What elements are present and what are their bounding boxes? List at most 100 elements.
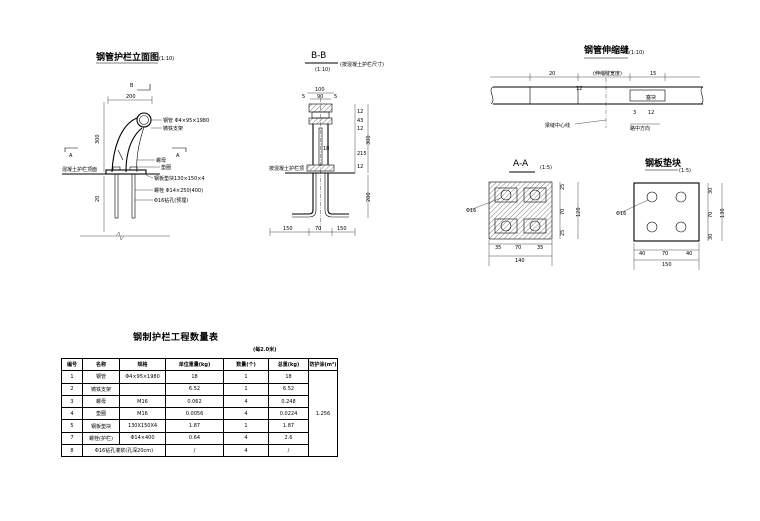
- plate-dim-right: 130: [720, 208, 726, 218]
- aa-hole-label: Φ16: [466, 208, 476, 214]
- aa-outline: [488, 181, 553, 240]
- cell-count: 4: [223, 407, 269, 421]
- bb-dim-r4: 215: [357, 151, 367, 157]
- cell-unit: /: [165, 444, 224, 458]
- table-row: 8 Φ16钻孔灌浆(孔深20cm) / 4 /: [61, 444, 338, 458]
- aa-hole-bl: [500, 220, 512, 232]
- table-row: 7 螺栓(护栏) Φ14×400 0.64 4 2.6: [61, 431, 338, 446]
- aa-hole-tr: [529, 189, 541, 201]
- cell-seq: 4: [61, 407, 83, 421]
- elevation-title: 钢管护栏立面图: [96, 51, 159, 63]
- cell-name: 钢板垫块: [82, 419, 120, 433]
- aa-dim-b3: 35: [537, 245, 543, 251]
- section-a-left: A: [69, 153, 73, 159]
- cell-unit: 0.062: [165, 394, 224, 409]
- bb-deck-label: 按混凝土护栏顶: [269, 165, 304, 172]
- label-nut: 螺母: [156, 157, 166, 164]
- exp-dim-gap: 12: [576, 86, 582, 92]
- plate-scale: (1:5): [679, 168, 691, 174]
- cell-seq: 7: [61, 431, 83, 446]
- table-row: 4 垫圈 M16 0.0056 4 0.0224: [61, 407, 338, 421]
- header-count: 数量(个): [223, 357, 269, 372]
- cell-seq: 5: [61, 419, 83, 433]
- cell-name: 螺母: [82, 394, 120, 409]
- bb-bolt-right: [327, 173, 349, 215]
- plate-hole-tr: [675, 191, 687, 203]
- plate-dim-b3: 40: [686, 251, 692, 257]
- exp-center-label: (伸缩缝宽度): [593, 70, 622, 77]
- bb-dim-r3: 12: [357, 126, 363, 132]
- aa-dim-r1: 25: [560, 184, 566, 190]
- cell-total: 6.52: [268, 382, 309, 396]
- label-hole: Φ16钻孔(预埋): [154, 197, 188, 204]
- cell-seq: 2: [61, 382, 83, 396]
- exp-plug-label: 塞块: [646, 94, 656, 101]
- table-header-row: 编号 名称 规格 单位重量(kg) 数量(个) 总重(kg) 防护涂(m²): [61, 357, 338, 372]
- cell-total: 2.6: [268, 431, 309, 446]
- bolt-right: [131, 173, 136, 219]
- cell-unit: 1.87: [165, 419, 224, 433]
- dim-width: 200: [126, 94, 136, 100]
- cell-seq: 3: [61, 394, 83, 409]
- dim-height: 300: [95, 134, 101, 144]
- expansion-scale: (1:10): [629, 50, 644, 56]
- table-note: (每2.0米): [253, 347, 277, 353]
- header-coating: 防护涂(m²): [308, 357, 338, 372]
- cell-count: 1: [223, 382, 269, 396]
- cell-total: 0.248: [268, 394, 309, 409]
- cell-name: 铸铁支架: [82, 382, 120, 396]
- bb-dim-inner: 90: [317, 94, 323, 100]
- aa-dim-total: 140: [515, 258, 525, 264]
- cell-count: 1: [223, 419, 269, 433]
- cell-total: 0.0224: [268, 407, 309, 421]
- nut-left: [112, 166, 121, 171]
- bracket-outer-curve: [111, 117, 138, 173]
- pipe-section-outer: [136, 112, 152, 128]
- aa-dim-r3: 25: [560, 230, 566, 236]
- plate-dim-total: 150: [662, 262, 672, 268]
- bb-bolt-left: [292, 173, 314, 215]
- cell-count: 4: [223, 431, 269, 446]
- cell-seq: 8: [61, 444, 83, 458]
- plate-hole-tl: [646, 191, 658, 203]
- cell-spec: [119, 382, 166, 396]
- bb-dim-bottom: 200: [366, 192, 372, 202]
- cell-spec: 130X150X4: [119, 419, 166, 433]
- table-row: 5 钢板垫块 130X150X4 1.87 1 1.87: [61, 419, 338, 433]
- label-bracket: 铸铁支架: [163, 125, 183, 132]
- table-title: 钢制护栏工程数量表: [133, 333, 219, 343]
- nut-right: [129, 166, 138, 171]
- aa-dim-right: 120: [576, 207, 582, 217]
- section-bb-note: (按混凝土护栏尺寸): [340, 61, 384, 68]
- aa-dim-b1: 35: [495, 245, 501, 251]
- bb-dim-top: 100: [315, 87, 325, 93]
- header-total-weight: 总重(kg): [268, 357, 309, 372]
- section-aa-title: A-A: [513, 159, 529, 169]
- cell-seq: 1: [61, 370, 83, 384]
- cell-unit: 0.64: [165, 431, 224, 446]
- bb-dim-r5: 12: [357, 164, 363, 170]
- plate-title: 钢板垫块: [645, 157, 682, 169]
- cell-total: /: [268, 444, 309, 458]
- expansion-title: 钢管伸缩缝: [584, 44, 629, 56]
- quantity-table: 编号 名称 规格 单位重量(kg) 数量(个) 总重(kg) 防护涂(m²) 1…: [61, 357, 338, 458]
- cell-count: 4: [223, 394, 269, 409]
- plate-hole-label: Φ16: [616, 211, 626, 217]
- elevation-scale: (1:10): [159, 56, 174, 62]
- exp-dim-left: 20: [549, 71, 555, 77]
- elevation-view: 钢管护栏立面图 (1:10) B 200 300 混凝土护栏顶面 A A: [62, 51, 209, 241]
- section-bb-title: B-B: [311, 51, 326, 61]
- section-bb-view: B-B (1:10) (按混凝土护栏尺寸) 100 90 5 5 18 按混凝土…: [269, 51, 384, 236]
- exp-sleeve: [529, 86, 579, 105]
- cell-unit: 0.0056: [165, 407, 224, 421]
- section-aa-scale: (1:5): [540, 165, 552, 171]
- aa-dim-r2: 70: [560, 209, 566, 215]
- bracket-rib: [136, 126, 145, 173]
- table-row: 2 铸铁支架 6.52 1 6.52: [61, 382, 338, 396]
- bb-dim-web: 18: [323, 146, 329, 152]
- plate-dim-r2: 70: [708, 212, 714, 218]
- cell-spec: Φ14×400: [119, 431, 166, 446]
- aa-hole-br: [529, 220, 541, 232]
- bb-dim-b1: 150: [283, 226, 293, 232]
